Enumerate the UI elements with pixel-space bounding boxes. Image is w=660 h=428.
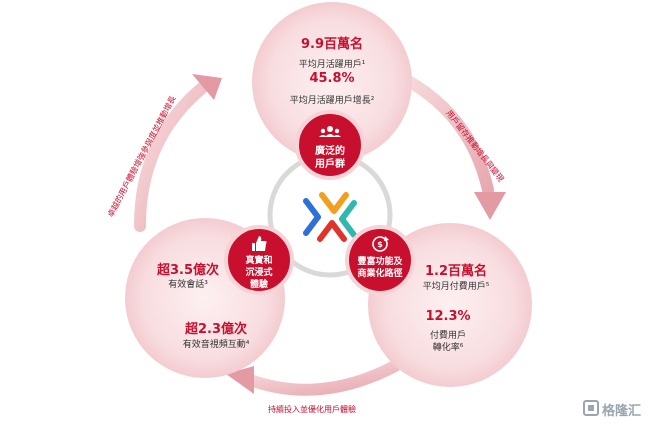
top-badge-label: 廣泛的 用戶群 bbox=[315, 146, 345, 170]
gelonghui-logo bbox=[583, 400, 599, 416]
top-badge bbox=[295, 110, 365, 180]
arrow-bottom-head bbox=[226, 366, 254, 394]
users-icon bbox=[319, 126, 341, 137]
left-label-interactions: 有效音視頻互動⁴ bbox=[182, 340, 250, 350]
left-stat-sessions: 超3.5億次 bbox=[156, 263, 220, 278]
right-stat-payers: 1.2百萬名 bbox=[424, 264, 488, 279]
top-stat-growth: 45.8% bbox=[309, 71, 355, 86]
arrow-left-head bbox=[192, 74, 222, 100]
arrow-bottom-label: 持續投入並優化用戶體驗 bbox=[268, 405, 356, 414]
left-badge-label: 真實和 沉浸式 體驗 bbox=[245, 256, 273, 290]
right-label-payers: 平均月付費用戶⁵ bbox=[422, 282, 490, 292]
arrow-top-right-head bbox=[474, 192, 506, 220]
refresh-dollar-icon: $ bbox=[372, 236, 389, 252]
arrow-bottom bbox=[244, 360, 401, 396]
left-label-sessions: 有效會話³ bbox=[168, 280, 208, 290]
right-label-conversion-a: 付費用戶 bbox=[429, 331, 466, 341]
brand-logo bbox=[303, 192, 357, 242]
watermark-text: 格隆汇 bbox=[602, 404, 642, 419]
top-label-growth: 平均月活躍用戶增長² bbox=[289, 96, 375, 106]
left-badge bbox=[224, 225, 294, 295]
thumbs-up-icon bbox=[252, 236, 267, 251]
right-stat-conversion: 12.3% bbox=[425, 309, 471, 324]
svg-text:$: $ bbox=[377, 240, 383, 249]
left-stat-interactions: 超2.3億次 bbox=[184, 322, 248, 337]
top-stat-mau: 9.9百萬名 bbox=[300, 37, 364, 52]
arrow-left bbox=[134, 82, 208, 232]
top-circle bbox=[252, 2, 412, 162]
right-badge bbox=[345, 225, 415, 295]
right-label-conversion-b: 轉化率⁶ bbox=[432, 343, 464, 353]
top-label-mau: 平均月活躍用戶¹ bbox=[298, 60, 366, 70]
right-badge-label: 豐富功能及 商業化路徑 bbox=[357, 257, 403, 279]
